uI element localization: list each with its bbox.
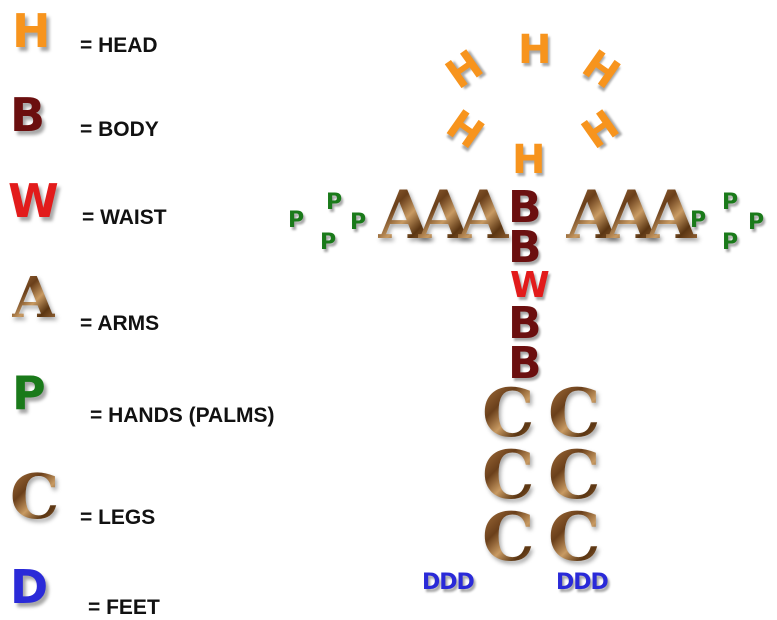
hand-letter: P [722,232,738,254]
hand-letter: P [320,232,336,254]
feet-symbol: D [10,564,48,610]
head-letter: H [576,44,626,96]
legend-row-hands: P = HANDS (PALMS) [0,370,380,430]
hand-letter: P [288,210,304,232]
legend-label-body: = BODY [80,118,159,142]
head-symbol: H [12,8,51,54]
hand-letter: P [722,192,738,214]
right-foot: DDD [556,572,608,594]
legend-label-legs: = LEGS [80,506,155,530]
arm-letter: A [458,182,509,248]
legend-row-body: B = BODY [0,92,380,152]
head-letter: H [512,140,545,180]
legend-label-waist: = WAIST [82,206,167,230]
legend-label-hands: = HANDS (PALMS) [90,404,275,428]
arms-symbol: A [12,270,55,326]
legend-label-feet: = FEET [88,596,160,620]
legend-label-arms: = ARMS [80,312,159,336]
legs-symbol: C [10,466,59,528]
hand-letter: P [748,212,764,234]
head-letter: H [440,104,490,156]
hand-letter: P [326,192,342,214]
hands-symbol: P [12,370,46,416]
legend-row-feet: D = FEET [0,558,380,618]
left-foot: DDD [422,572,474,594]
legend-row-legs: C = LEGS [0,466,380,526]
legend-label-head: = HEAD [80,34,158,58]
head-letter: H [576,104,626,156]
hand-letter: P [690,210,706,232]
leg-letter: C [482,504,535,570]
legend-row-arms: A = ARMS [0,270,380,330]
body-letter: B [508,226,542,270]
leg-letter: C [548,504,601,570]
legend-row-waist: W = WAIST [0,178,380,238]
waist-symbol: W [8,178,59,224]
head-letter: H [440,44,490,96]
legend-row-head: H = HEAD [0,6,380,66]
hand-letter: P [350,212,366,234]
head-letter: H [518,30,551,70]
body-symbol: B [10,92,45,138]
